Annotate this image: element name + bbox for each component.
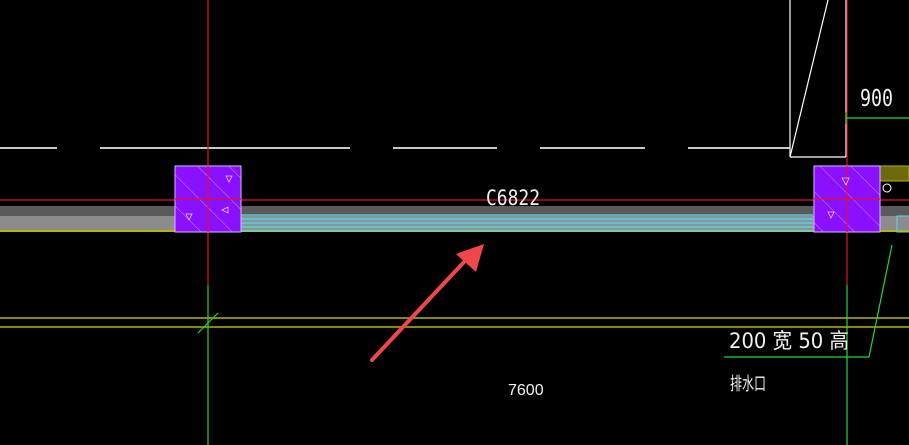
column-left [174, 165, 242, 233]
window-fill [241, 215, 813, 231]
top-right-outline [789, 0, 847, 158]
red-grid-lines [0, 0, 909, 285]
yellow-floor-lines [0, 317, 909, 328]
column-right [813, 165, 881, 233]
wall-band-dark [0, 206, 909, 216]
olive-block [879, 165, 909, 182]
annotation-arrow [370, 244, 484, 362]
green-grid-lines [197, 112, 909, 445]
small-circle [882, 183, 892, 193]
window-tag-label: C6822 [486, 186, 540, 210]
right-cyan-box [896, 215, 909, 233]
drain-size-label: 200 宽 50 高 [729, 329, 849, 353]
top-dimension-label: 900 [860, 86, 893, 112]
span-dimension-label: 7600 [508, 382, 544, 399]
window-lines [241, 214, 813, 232]
drain-label: 排水口 [730, 374, 766, 395]
